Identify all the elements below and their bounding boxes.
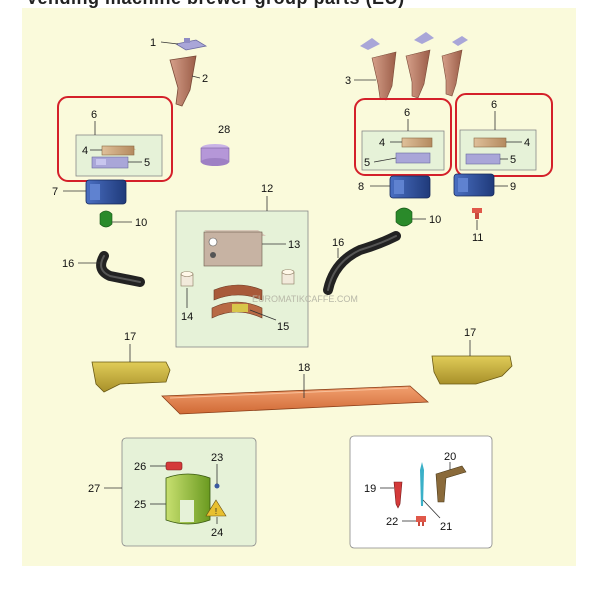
callout-4-mid: 4 bbox=[379, 137, 385, 149]
part-16-hose-left bbox=[96, 251, 145, 287]
part-16-hose-right bbox=[323, 231, 401, 295]
callout-28: 28 bbox=[218, 124, 230, 136]
callout-6-mid: 6 bbox=[404, 107, 410, 119]
callout-21: 21 bbox=[440, 521, 452, 533]
callout-10-left: 10 bbox=[135, 217, 147, 229]
callout-6-right: 6 bbox=[491, 99, 497, 111]
callout-24: 24 bbox=[211, 527, 223, 539]
callout-19: 19 bbox=[364, 483, 376, 495]
part-4-block-right-b bbox=[473, 137, 507, 148]
part-8-motor bbox=[389, 175, 431, 199]
part-23-pin bbox=[214, 483, 220, 489]
part-10-valve-right bbox=[395, 207, 413, 227]
part-25-cylinder bbox=[165, 473, 211, 525]
part-10-valve-left bbox=[99, 210, 113, 228]
part-2-funnel bbox=[169, 55, 197, 107]
assembly-panel-6-left bbox=[75, 134, 163, 177]
callout-16-left: 16 bbox=[62, 258, 74, 270]
callout-22: 22 bbox=[386, 516, 398, 528]
callout-20: 20 bbox=[444, 451, 456, 463]
part-18-drip-tray bbox=[161, 385, 429, 415]
part-26-cap bbox=[165, 461, 183, 471]
callout-12: 12 bbox=[261, 183, 273, 195]
svg-text:!: ! bbox=[215, 507, 217, 516]
part-4-block-left bbox=[101, 145, 136, 156]
assembly-panel-6-right-a bbox=[361, 130, 445, 171]
part-11-fitting bbox=[472, 208, 482, 219]
part-28-cap bbox=[200, 144, 230, 166]
part-9-motor bbox=[453, 173, 495, 197]
part-22-connector bbox=[416, 516, 426, 526]
part-1-lid bbox=[174, 38, 208, 51]
part-5-clip-right-a bbox=[395, 152, 431, 164]
callout-18: 18 bbox=[298, 362, 310, 374]
callout-23: 23 bbox=[211, 452, 223, 464]
part-17-bracket-right bbox=[431, 355, 513, 385]
callout-26: 26 bbox=[134, 461, 146, 473]
part-3-funnel-triple bbox=[360, 32, 468, 101]
callout-7: 7 bbox=[52, 186, 58, 198]
callout-5-right: 5 bbox=[510, 154, 516, 166]
part-5-clip-right-b bbox=[465, 153, 501, 165]
part-4-block-right-a bbox=[401, 137, 433, 148]
part-13-heater-block bbox=[203, 230, 266, 267]
callout-9: 9 bbox=[510, 181, 516, 193]
callout-14: 14 bbox=[181, 311, 193, 323]
part-24-warning-label: ! bbox=[205, 499, 227, 517]
callout-25: 25 bbox=[134, 499, 146, 511]
callout-5-mid: 5 bbox=[364, 157, 370, 169]
callout-13: 13 bbox=[288, 239, 300, 251]
callout-17-left: 17 bbox=[124, 331, 136, 343]
callout-17-right: 17 bbox=[464, 327, 476, 339]
callout-1: 1 bbox=[150, 37, 156, 49]
callout-16-right: 16 bbox=[332, 237, 344, 249]
callout-4-right: 4 bbox=[524, 137, 530, 149]
callout-27: 27 bbox=[88, 483, 100, 495]
part-14-sleeve-left bbox=[180, 271, 194, 287]
part-20-lever bbox=[435, 465, 467, 503]
part-19-probe bbox=[393, 481, 403, 509]
part-5-clip-left bbox=[91, 156, 129, 169]
callout-2: 2 bbox=[202, 73, 208, 85]
watermark: EUROMATIKCAFFE.COM bbox=[252, 294, 358, 304]
page-title: Vending machine brewer group parts (EU) bbox=[26, 0, 496, 8]
highlight-box-right-b bbox=[455, 93, 553, 177]
callout-6-left: 6 bbox=[91, 109, 97, 121]
callout-15: 15 bbox=[277, 321, 289, 333]
callout-8: 8 bbox=[358, 181, 364, 193]
callout-3: 3 bbox=[345, 75, 351, 87]
callout-4-left: 4 bbox=[82, 145, 88, 157]
part-15-clamp bbox=[211, 284, 263, 319]
callout-5-left: 5 bbox=[144, 157, 150, 169]
highlight-box-right-a bbox=[354, 98, 452, 176]
callout-10-right: 10 bbox=[429, 214, 441, 226]
part-7-motor bbox=[85, 179, 127, 205]
callout-11: 11 bbox=[472, 232, 483, 244]
part-21-needle bbox=[420, 462, 424, 506]
part-14-sleeve-right bbox=[281, 269, 295, 285]
part-17-bracket-left bbox=[91, 361, 171, 393]
